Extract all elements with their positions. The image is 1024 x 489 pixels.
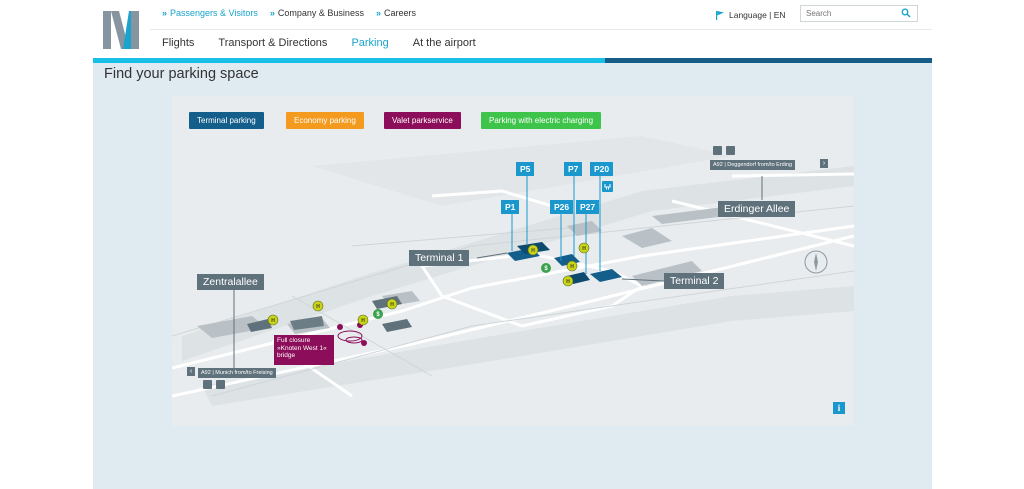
top-link-company[interactable]: »Company & Business [269,8,364,18]
language-selector[interactable]: Language | EN [716,10,786,20]
parking-marker-p27[interactable]: P27 [576,200,600,214]
svg-text:$: $ [376,312,380,318]
fuel-icon [726,146,735,155]
nav-flights[interactable]: Flights [162,37,195,49]
chevron-right-icon: » [162,8,168,18]
parking-marker-p5[interactable]: P5 [516,162,535,176]
arrow-left-button[interactable]: ‹ [187,367,195,376]
closure-notice[interactable]: Full closure »Knoten West 1« bridge [274,335,334,365]
info-button[interactable]: i [833,402,845,414]
label-terminal-2[interactable]: Terminal 2 [664,273,725,289]
label-a92-west[interactable]: A92 | Munich from/to Freising [198,368,276,378]
legend-valet-parkservice[interactable]: Valet parkservice [384,112,461,129]
compass-icon [804,250,828,274]
parking-marker-p26[interactable]: P26 [550,200,574,214]
top-links: »Passengers & Visitors »Company & Busine… [162,8,416,18]
nav-parking[interactable]: Parking [351,37,389,49]
legend-electric-charging[interactable]: Parking with electric charging [481,112,602,129]
main-nav: Flights Transport & Directions Parking A… [162,37,500,49]
nav-transport[interactable]: Transport & Directions [218,37,328,49]
top-link-careers[interactable]: »Careers [375,8,416,18]
language-label: Language | EN [729,10,786,20]
parking-marker-p7[interactable]: P7 [564,162,583,176]
header-divider [150,29,932,30]
h-marker [267,242,590,326]
label-zentralallee[interactable]: Zentralallee [197,274,264,290]
parking-marker-p20[interactable]: P20 [590,162,614,176]
ev-charging-icon [602,181,613,192]
parking-marker-p1[interactable]: P1 [501,200,520,214]
search-icon[interactable] [901,8,911,18]
car-icon [203,380,212,389]
arrow-right-button[interactable]: › [820,159,828,168]
flag-icon [716,10,724,20]
label-erdinger-allee[interactable]: Erdinger Allee [718,201,796,217]
legend-terminal-parking[interactable]: Terminal parking [189,112,264,129]
nav-at-airport[interactable]: At the airport [412,37,476,49]
label-terminal-1[interactable]: Terminal 1 [409,250,470,266]
svg-text:$: $ [544,266,548,272]
svg-text:H: H [361,318,365,324]
svg-text:H: H [271,318,275,324]
search-box [800,5,918,22]
chevron-right-icon: » [375,8,381,18]
car-icon [713,146,722,155]
chevron-right-icon: » [269,8,275,18]
top-link-passengers[interactable]: »Passengers & Visitors [162,8,258,18]
svg-text:H: H [390,302,394,308]
svg-text:H: H [316,304,320,310]
svg-text:H: H [570,264,574,270]
label-a92-east[interactable]: A92 | Deggendorf from/to Erding [710,160,796,170]
page-title: Find your parking space [104,66,259,82]
svg-text:H: H [582,246,586,252]
svg-text:H: H [566,279,570,285]
search-input[interactable] [801,9,903,18]
svg-text:H: H [531,248,535,254]
fuel-icon [216,380,225,389]
airport-map[interactable]: H H H H H H H H $ $ [172,96,854,426]
header-stripe [93,58,932,63]
legend-economy-parking[interactable]: Economy parking [286,112,364,129]
airport-logo[interactable] [103,11,139,49]
